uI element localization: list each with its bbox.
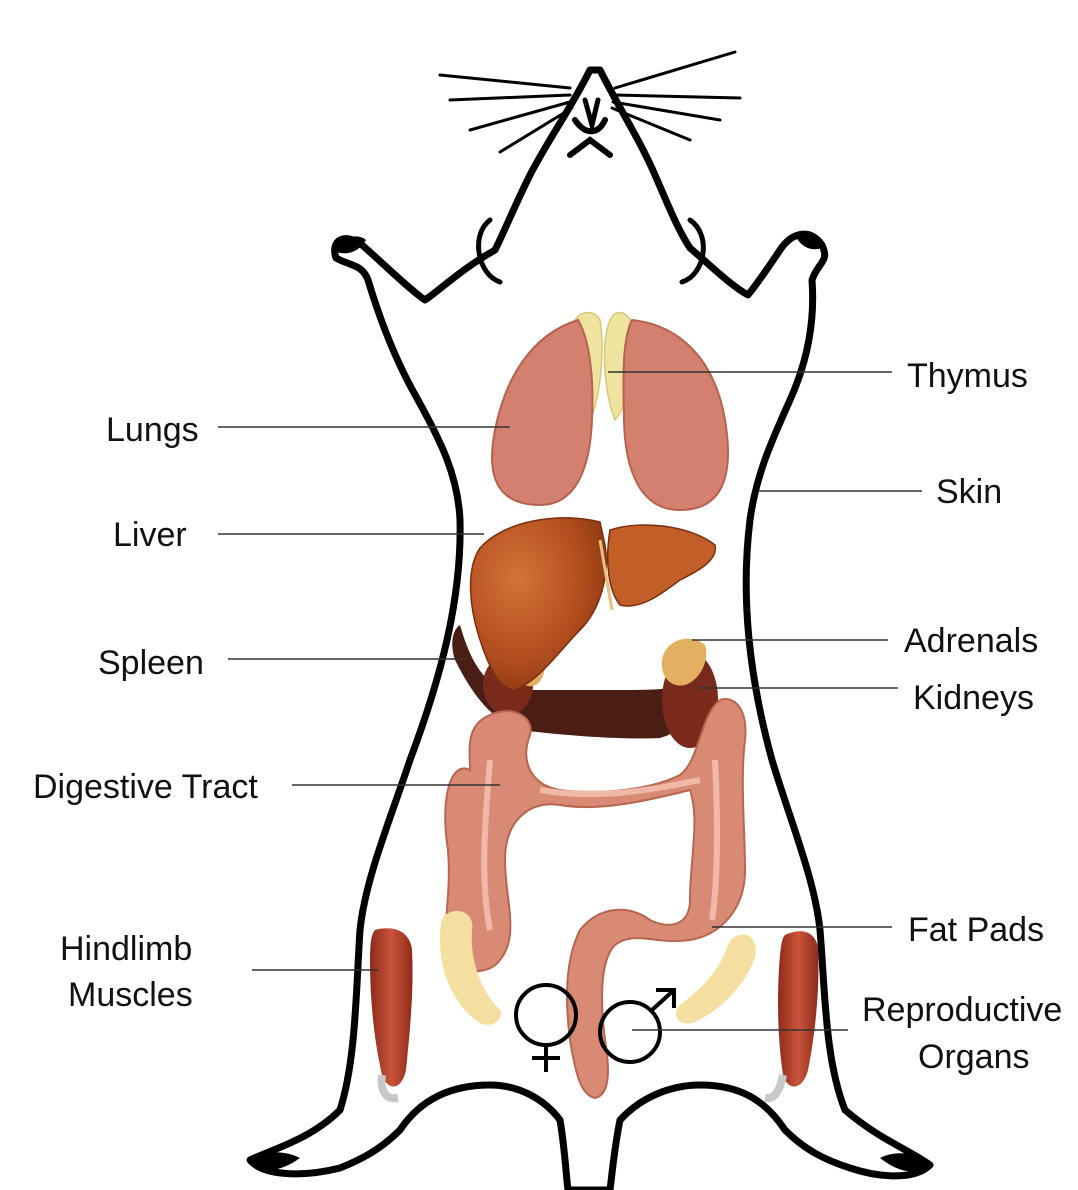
label-hindlimb-line1: Hindlimb: [60, 930, 192, 968]
label-adrenals: Adrenals: [904, 622, 1038, 660]
label-lungs: Lungs: [106, 411, 199, 449]
label-liver: Liver: [113, 516, 187, 554]
label-kidneys: Kidneys: [913, 679, 1034, 717]
label-reproductive-line2: Organs: [918, 1038, 1030, 1076]
label-reproductive-line1: Reproductive: [862, 991, 1062, 1029]
label-spleen: Spleen: [98, 644, 204, 682]
label-digestive-tract: Digestive Tract: [33, 768, 258, 806]
label-thymus: Thymus: [907, 357, 1028, 395]
label-hindlimb-line2: Muscles: [68, 976, 193, 1014]
label-fat-pads: Fat Pads: [908, 911, 1044, 949]
label-skin: Skin: [936, 473, 1002, 511]
